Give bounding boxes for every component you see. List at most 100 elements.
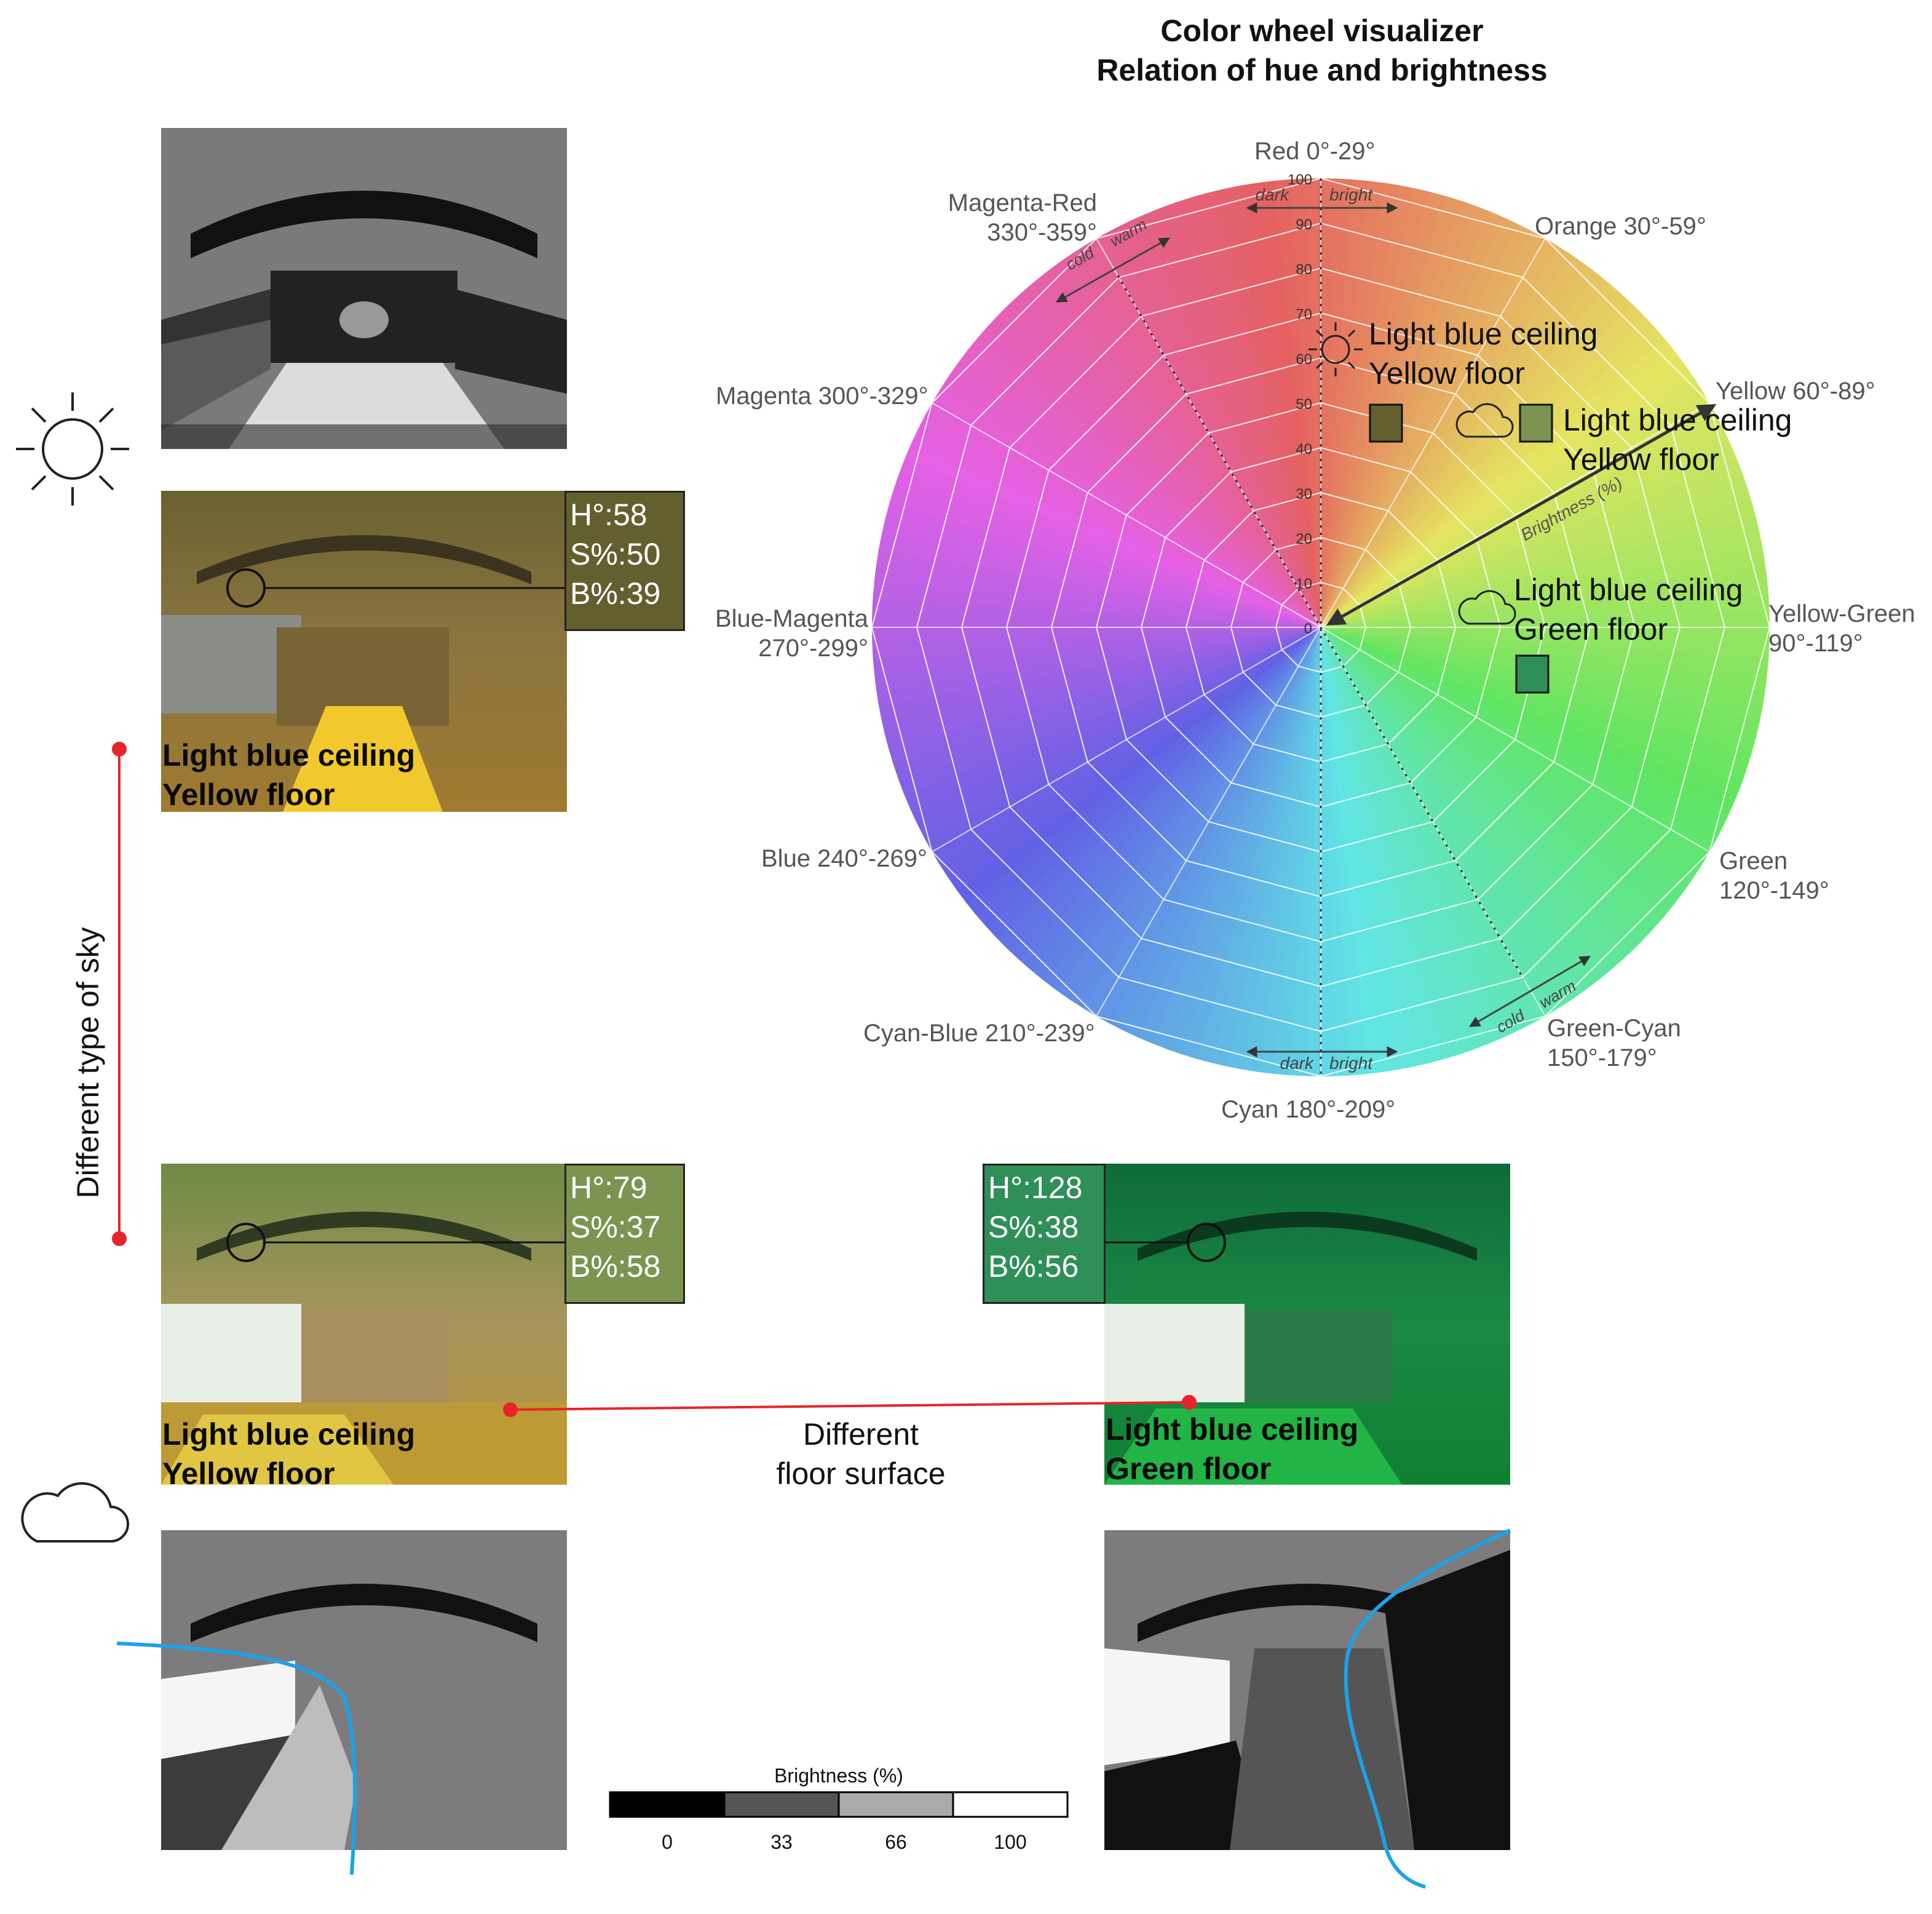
hue-sector	[1054, 627, 1321, 1028]
radial-tick-label: 10	[1296, 576, 1312, 592]
hue-sector	[1271, 178, 1321, 627]
floor-connector-label: Different floor surface	[738, 1415, 984, 1493]
page-title-line2: Relation of hue and brightness	[1096, 53, 1548, 87]
dark-label-top: dark	[1256, 185, 1290, 204]
floor-connector	[503, 1395, 1197, 1417]
hue-sector	[1321, 627, 1682, 945]
hue-spoke	[932, 627, 1321, 852]
caption-line1: Light blue ceiling	[162, 738, 416, 772]
hue-sector	[872, 627, 1321, 710]
hue-sector	[1321, 627, 1721, 894]
annotation-1-line1: Light blue ceiling	[1369, 317, 1598, 351]
radial-tick-label: 0	[1304, 621, 1312, 637]
dark-label-bottom: dark	[1280, 1054, 1315, 1073]
annotation-2-line1: Light blue ceiling	[1563, 403, 1792, 437]
hue-sector	[993, 274, 1321, 628]
hue-label-blue: Blue 240°-269°	[761, 845, 927, 872]
hue-sector	[1321, 627, 1467, 1076]
saturation-value: S%:38	[988, 1210, 1079, 1244]
hue-label-cyan: Cyan 180°-209°	[1221, 1096, 1396, 1123]
hue-sector	[1321, 627, 1419, 1076]
hue-sector	[1321, 627, 1557, 1046]
floor-label-line2: floor surface	[776, 1456, 946, 1491]
sun-icon	[16, 392, 129, 506]
hue-sector	[1003, 627, 1321, 989]
sky-connector	[112, 742, 127, 1246]
hue-sector	[919, 627, 1321, 891]
hue-spoke	[1320, 627, 1710, 852]
hue-sector	[959, 309, 1321, 627]
cold-warm-arrow-lower	[1468, 956, 1591, 1027]
hue-sector	[1068, 627, 1321, 1036]
annotation-3-swatch	[1515, 654, 1550, 694]
hue-sector	[1129, 189, 1321, 628]
radial-tick-label: 60	[1296, 351, 1312, 368]
radial-tick-label: 30	[1296, 486, 1312, 502]
bright-label-top: bright	[1329, 185, 1373, 204]
label-line2: 90°-119°	[1768, 630, 1863, 657]
hue-sector	[1321, 627, 1649, 980]
hue-sector	[1321, 627, 1542, 1053]
caption-line2: Green floor	[1106, 1451, 1272, 1486]
hue-sector	[1321, 627, 1744, 852]
hue-sector	[872, 624, 1321, 644]
hue-sector	[1321, 627, 1585, 1029]
hue-sector	[1005, 264, 1321, 627]
label-line1: Green	[1719, 848, 1788, 875]
panel-cloudy-green-photo	[1103, 1164, 1510, 1485]
hue-sector	[1096, 627, 1321, 1051]
legend-swatch	[837, 1791, 954, 1818]
hsb-swatch-sunny-yellow: H°:58 S%:50 B%:39	[564, 491, 685, 631]
hue-sector	[1321, 627, 1371, 1076]
brightness-value: B%:39	[570, 576, 661, 611]
hue-sector	[1321, 627, 1451, 1076]
hue-sector	[913, 375, 1321, 627]
hue-sector	[1222, 178, 1321, 627]
label-line2: 120°-149°	[1719, 877, 1829, 904]
legend-tick-label: 66	[885, 1831, 907, 1853]
annotation-2-swatch	[1519, 403, 1553, 443]
hue-sector	[911, 627, 1321, 878]
hsb-swatch-cloudy-yellow: H°:79 S%:37 B%:58	[564, 1164, 685, 1304]
hue-sector	[930, 347, 1321, 627]
hue-sector	[872, 627, 1321, 661]
hue-sector	[872, 627, 1321, 693]
floor-label-line1: Different	[802, 1417, 919, 1451]
hue-sector	[1304, 178, 1324, 627]
hue-sector	[872, 627, 1321, 742]
hue-label-magenta: Magenta 300°-329°	[716, 383, 928, 410]
hue-sector	[1099, 202, 1321, 627]
hue-sector	[1321, 627, 1498, 1072]
hue-sector	[1175, 178, 1321, 627]
hue-sector	[937, 627, 1321, 918]
hue-sector	[1321, 627, 1636, 991]
annotation-1-swatch	[1369, 403, 1403, 443]
hue-label-red: Red 0°-29°	[1254, 138, 1376, 165]
sun-icon	[1308, 322, 1363, 376]
hue-sector	[1321, 627, 1483, 1076]
caption-cloudy-yellow: Light blue ceiling Yellow floor	[162, 1415, 415, 1493]
hue-sector	[1321, 627, 1513, 1066]
hue-sector	[1057, 226, 1321, 627]
panel-sunny-grayscale	[161, 128, 567, 449]
hue-sector	[1031, 244, 1321, 627]
hue-sector	[1317, 627, 1337, 1076]
caption-sunny-yellow: Light blue ceiling Yellow floor	[162, 736, 415, 814]
hue-spoke	[932, 402, 1321, 628]
hue-sector	[1321, 627, 1403, 1076]
brightness-axis-arrow	[1326, 404, 1717, 625]
annotation-3-line1: Light blue ceiling	[1514, 573, 1743, 607]
legend-swatch	[609, 1791, 726, 1818]
label-line2: 150°-179°	[1547, 1044, 1657, 1071]
hue-sector	[939, 334, 1321, 627]
hue-sector	[1321, 627, 1703, 921]
hue-sector	[1238, 178, 1321, 627]
saturation-value: S%:37	[570, 1210, 661, 1244]
cold-warm-arrow-upper	[1055, 237, 1171, 303]
hue-sector	[897, 403, 1321, 627]
hue-sector	[1190, 178, 1321, 627]
radial-tick-label: 20	[1296, 531, 1312, 547]
brightness-value: B%:56	[988, 1249, 1079, 1284]
hue-label-blue-magenta: Blue-Magenta 270°-299°	[715, 604, 868, 663]
